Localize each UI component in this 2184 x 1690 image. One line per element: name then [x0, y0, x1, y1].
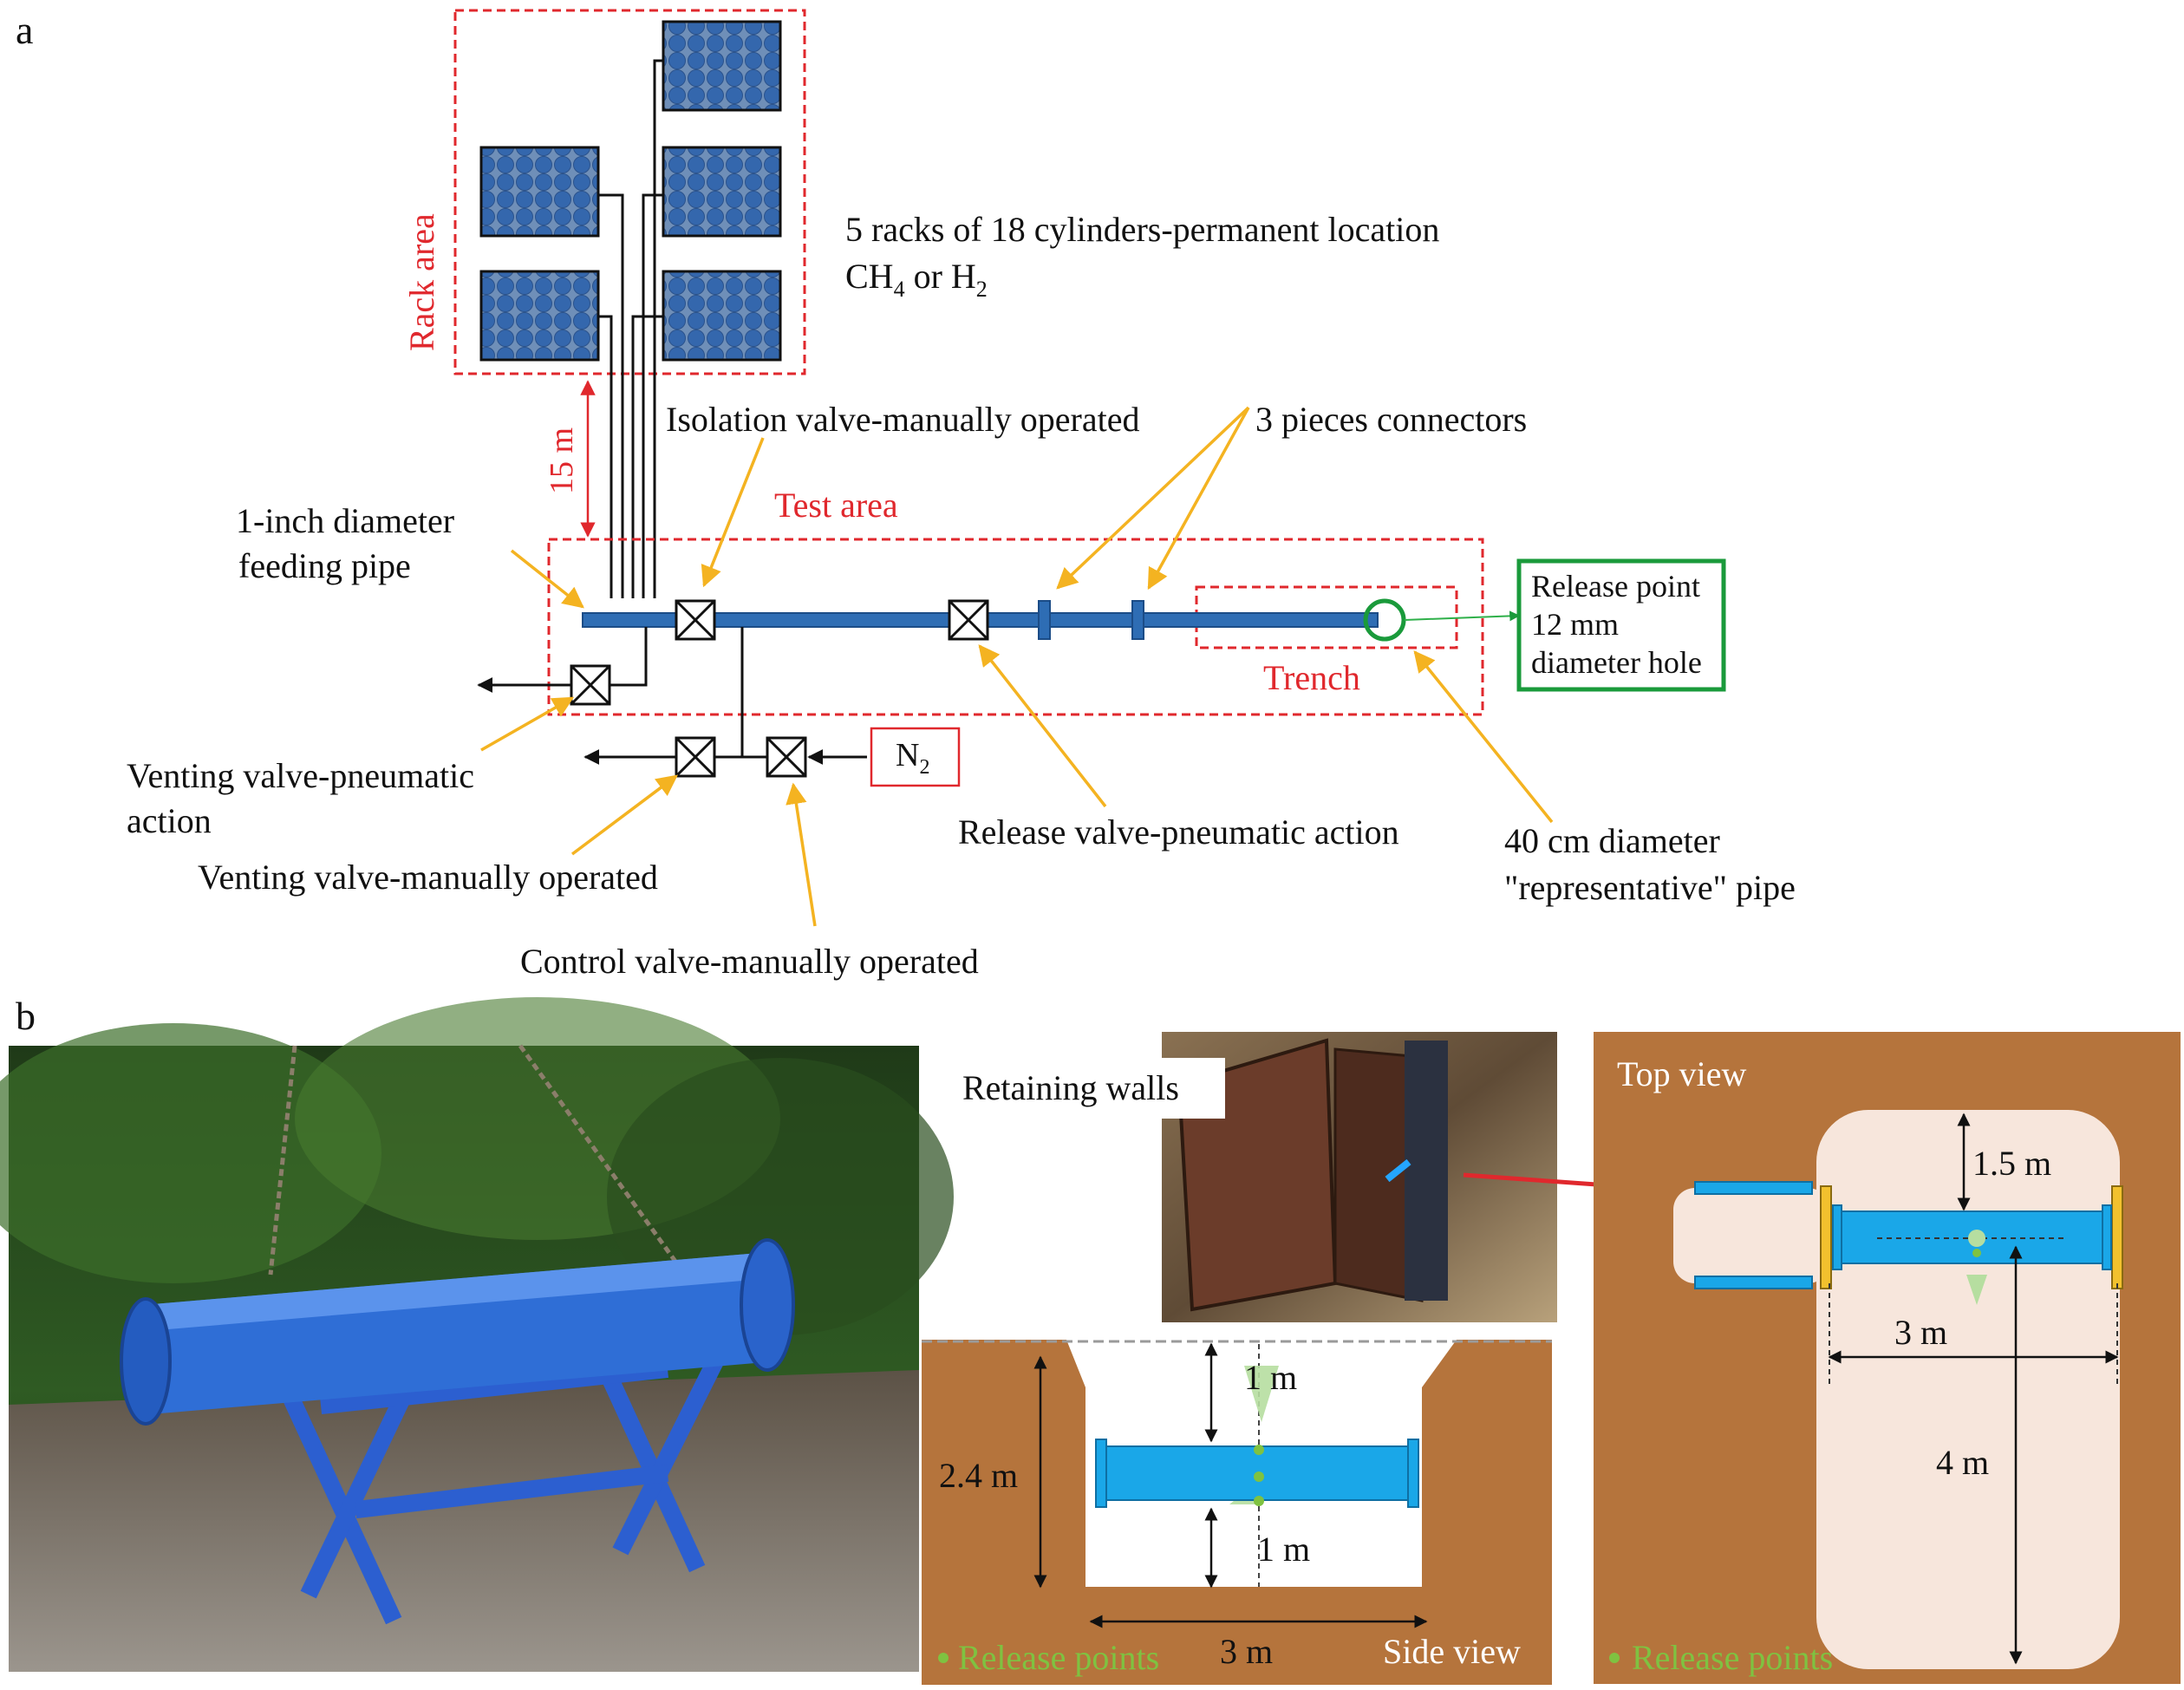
connector	[1131, 600, 1144, 640]
feeding-pipe-label-1: 1-inch diameter	[236, 501, 454, 540]
release-point-legend-dot	[938, 1653, 949, 1663]
top-dim-4m: 4 m	[1936, 1443, 1989, 1482]
release-valve-symbol	[948, 599, 989, 641]
isolation-valve-symbol	[675, 599, 716, 641]
side-view-label: Side view	[1383, 1632, 1521, 1671]
side-dim-1m-upper: 1 m	[1244, 1358, 1297, 1397]
top-dim-1-5m: 1.5 m	[1972, 1144, 2051, 1183]
cylinder-rack	[479, 270, 600, 362]
vent-branch-line	[610, 627, 648, 687]
cylinder-rack	[662, 270, 782, 362]
side-dim-1m-lower: 1 m	[1257, 1530, 1310, 1569]
top-view-label: Top view	[1617, 1054, 1747, 1093]
release-point-line3: diameter hole	[1531, 645, 1702, 680]
connector	[1038, 600, 1051, 640]
n2-label: N2	[896, 737, 929, 779]
control-valve-symbol	[766, 736, 807, 778]
release-point-box	[1516, 558, 1726, 692]
side-view-diagram	[922, 1340, 1552, 1685]
release-point-pointer	[1404, 610, 1521, 622]
test-area-box	[547, 538, 1484, 716]
cylinder-rack	[662, 146, 782, 238]
retaining-walls-label-bg	[949, 1058, 1225, 1119]
side-release-points: Release points	[958, 1638, 1159, 1677]
cylinder-rack	[479, 146, 600, 238]
isolation-valve-label: Isolation valve-manually operated	[666, 400, 1139, 439]
release-point-legend-dot	[1609, 1653, 1620, 1663]
control-valve-label: Control valve-manually operated	[520, 942, 979, 981]
release-point-marker	[1363, 598, 1406, 642]
rack-area-label: Rack area	[402, 213, 441, 351]
top-dim-3m: 3 m	[1894, 1313, 1947, 1352]
release-point-line2: 12 mm	[1531, 607, 1619, 642]
rack-area-box	[453, 9, 806, 375]
distance-15m-label: 15 m	[544, 427, 580, 494]
venting-manual-label: Venting valve-manually operated	[198, 858, 658, 897]
release-point-line1: Release point	[1531, 569, 1700, 604]
n2-source-box	[870, 727, 961, 787]
rack-feed-lines	[598, 59, 663, 598]
top-view-diagram	[1594, 1032, 2181, 1684]
side-dim-3m: 3 m	[1220, 1632, 1273, 1671]
test-area-label: Test area	[774, 486, 898, 525]
side-dim-2-4m: 2.4 m	[939, 1456, 1018, 1495]
venting-manual-valve-symbol	[675, 736, 716, 778]
gas-types: CH4 or H2	[845, 257, 988, 302]
release-valve-label: Release valve-pneumatic action	[958, 812, 1399, 852]
trench-label: Trench	[1263, 658, 1360, 697]
rep-pipe-label-2: "representative" pipe	[1504, 868, 1796, 907]
top-release-points: Release points	[1632, 1638, 1833, 1677]
cylinder-rack	[662, 20, 782, 112]
annotation-arrows	[480, 406, 1554, 927]
cylinder-racks	[479, 20, 782, 362]
venting-pneumatic-label-2: action	[127, 801, 212, 840]
rep-pipe-label-1: 40 cm diameter	[1504, 821, 1720, 860]
panel-b-label: b	[16, 994, 36, 1038]
panel-a-label: a	[16, 8, 33, 52]
venting-pneumatic-valve-symbol	[570, 664, 611, 706]
venting-pneumatic-label-1: Venting valve-pneumatic	[127, 756, 474, 795]
pipe-photo	[0, 997, 954, 1672]
racks-note: 5 racks of 18 cylinders-permanent locati…	[845, 210, 1439, 249]
retaining-walls-label: Retaining walls	[962, 1068, 1179, 1107]
connectors-label: 3 pieces connectors	[1255, 400, 1527, 439]
feeding-pipe-label-2: feeding pipe	[238, 546, 411, 585]
